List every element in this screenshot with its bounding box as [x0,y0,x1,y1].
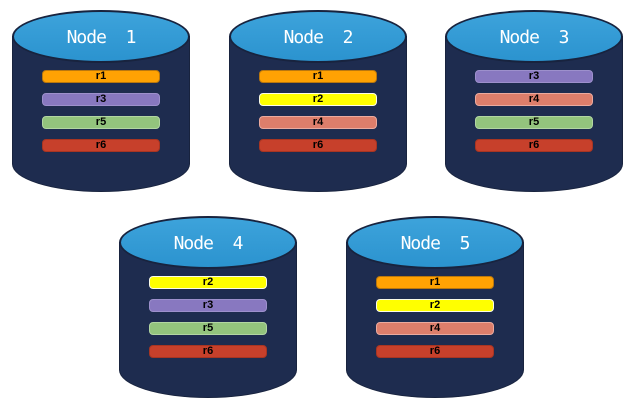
replica-bar-r3: r3 [475,70,593,83]
replica-bars: r3 r4 r5 r6 [475,70,593,152]
replica-bars: r1 r2 r4 r6 [259,70,377,152]
replica-bar-r2: r2 [376,299,494,312]
replica-bar-r4: r4 [475,93,593,106]
replica-bar-r5: r5 [42,116,160,129]
replica-label: r5 [202,322,214,334]
replica-bar-r6: r6 [259,139,377,152]
replica-label: r6 [528,139,540,151]
node-cylinder-1: Node 1 r1 r3 r5 r6 [12,10,190,192]
cylinder-top-ellipse: Node 3 [445,10,623,63]
replica-label: r6 [429,345,441,357]
replica-bar-r6: r6 [42,139,160,152]
node-title: Node 4 [173,233,244,254]
cylinder-top-ellipse: Node 1 [12,10,190,63]
replica-bar-r6: r6 [149,345,267,358]
replica-bar-r3: r3 [42,93,160,106]
cylinder-top-ellipse: Node 4 [119,216,297,269]
replica-label: r4 [312,116,324,128]
replica-bars: r1 r2 r4 r6 [376,276,494,358]
replica-label: r1 [95,70,107,82]
replica-label: r3 [202,299,214,311]
node-title: Node 5 [400,233,471,254]
node-cylinder-4: Node 4 r2 r3 r5 r6 [119,216,297,398]
replica-label: r6 [95,139,107,151]
node-title: Node 3 [499,27,570,48]
replica-bar-r5: r5 [475,116,593,129]
replica-bar-r5: r5 [149,322,267,335]
replica-bars: r1 r3 r5 r6 [42,70,160,152]
replica-label: r1 [429,276,441,288]
node-cylinder-5: Node 5 r1 r2 r4 r6 [346,216,524,398]
node-cylinder-2: Node 2 r1 r2 r4 r6 [229,10,407,192]
replica-bar-r1: r1 [376,276,494,289]
replica-label: r5 [528,116,540,128]
replica-label: r4 [528,93,540,105]
replica-label: r6 [312,139,324,151]
replica-label: r2 [202,276,214,288]
replica-bar-r1: r1 [259,70,377,83]
replica-label: r2 [312,93,324,105]
replica-bar-r1: r1 [42,70,160,83]
replica-bars: r2 r3 r5 r6 [149,276,267,358]
replica-bar-r4: r4 [259,116,377,129]
cylinder-top-ellipse: Node 5 [346,216,524,269]
node-cylinder-3: Node 3 r3 r4 r5 r6 [445,10,623,192]
replica-bar-r2: r2 [259,93,377,106]
replica-label: r1 [312,70,324,82]
replica-label: r6 [202,345,214,357]
replica-label: r3 [95,93,107,105]
replica-bar-r4: r4 [376,322,494,335]
replica-label: r5 [95,116,107,128]
replica-bar-r6: r6 [376,345,494,358]
replica-label: r3 [528,70,540,82]
replica-bar-r3: r3 [149,299,267,312]
replica-label: r2 [429,299,441,311]
replica-bar-r6: r6 [475,139,593,152]
replica-bar-r2: r2 [149,276,267,289]
node-title: Node 2 [283,27,354,48]
cylinder-top-ellipse: Node 2 [229,10,407,63]
node-title: Node 1 [66,27,137,48]
replica-label: r4 [429,322,441,334]
